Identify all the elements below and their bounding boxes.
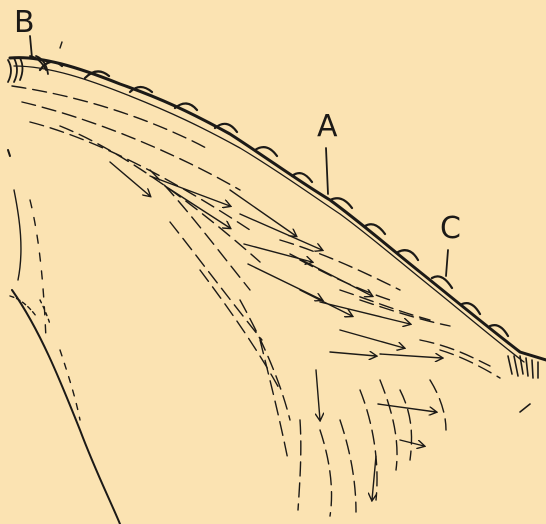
label-c: C (440, 214, 461, 244)
leader-a (326, 148, 328, 194)
hatched-cluster-end (508, 356, 538, 412)
label-b: B (14, 8, 35, 38)
label-a: A (317, 112, 338, 142)
leader-c (446, 250, 448, 276)
surface-edge (10, 58, 546, 362)
flow-arrows (110, 162, 442, 500)
left-contours (8, 42, 120, 524)
